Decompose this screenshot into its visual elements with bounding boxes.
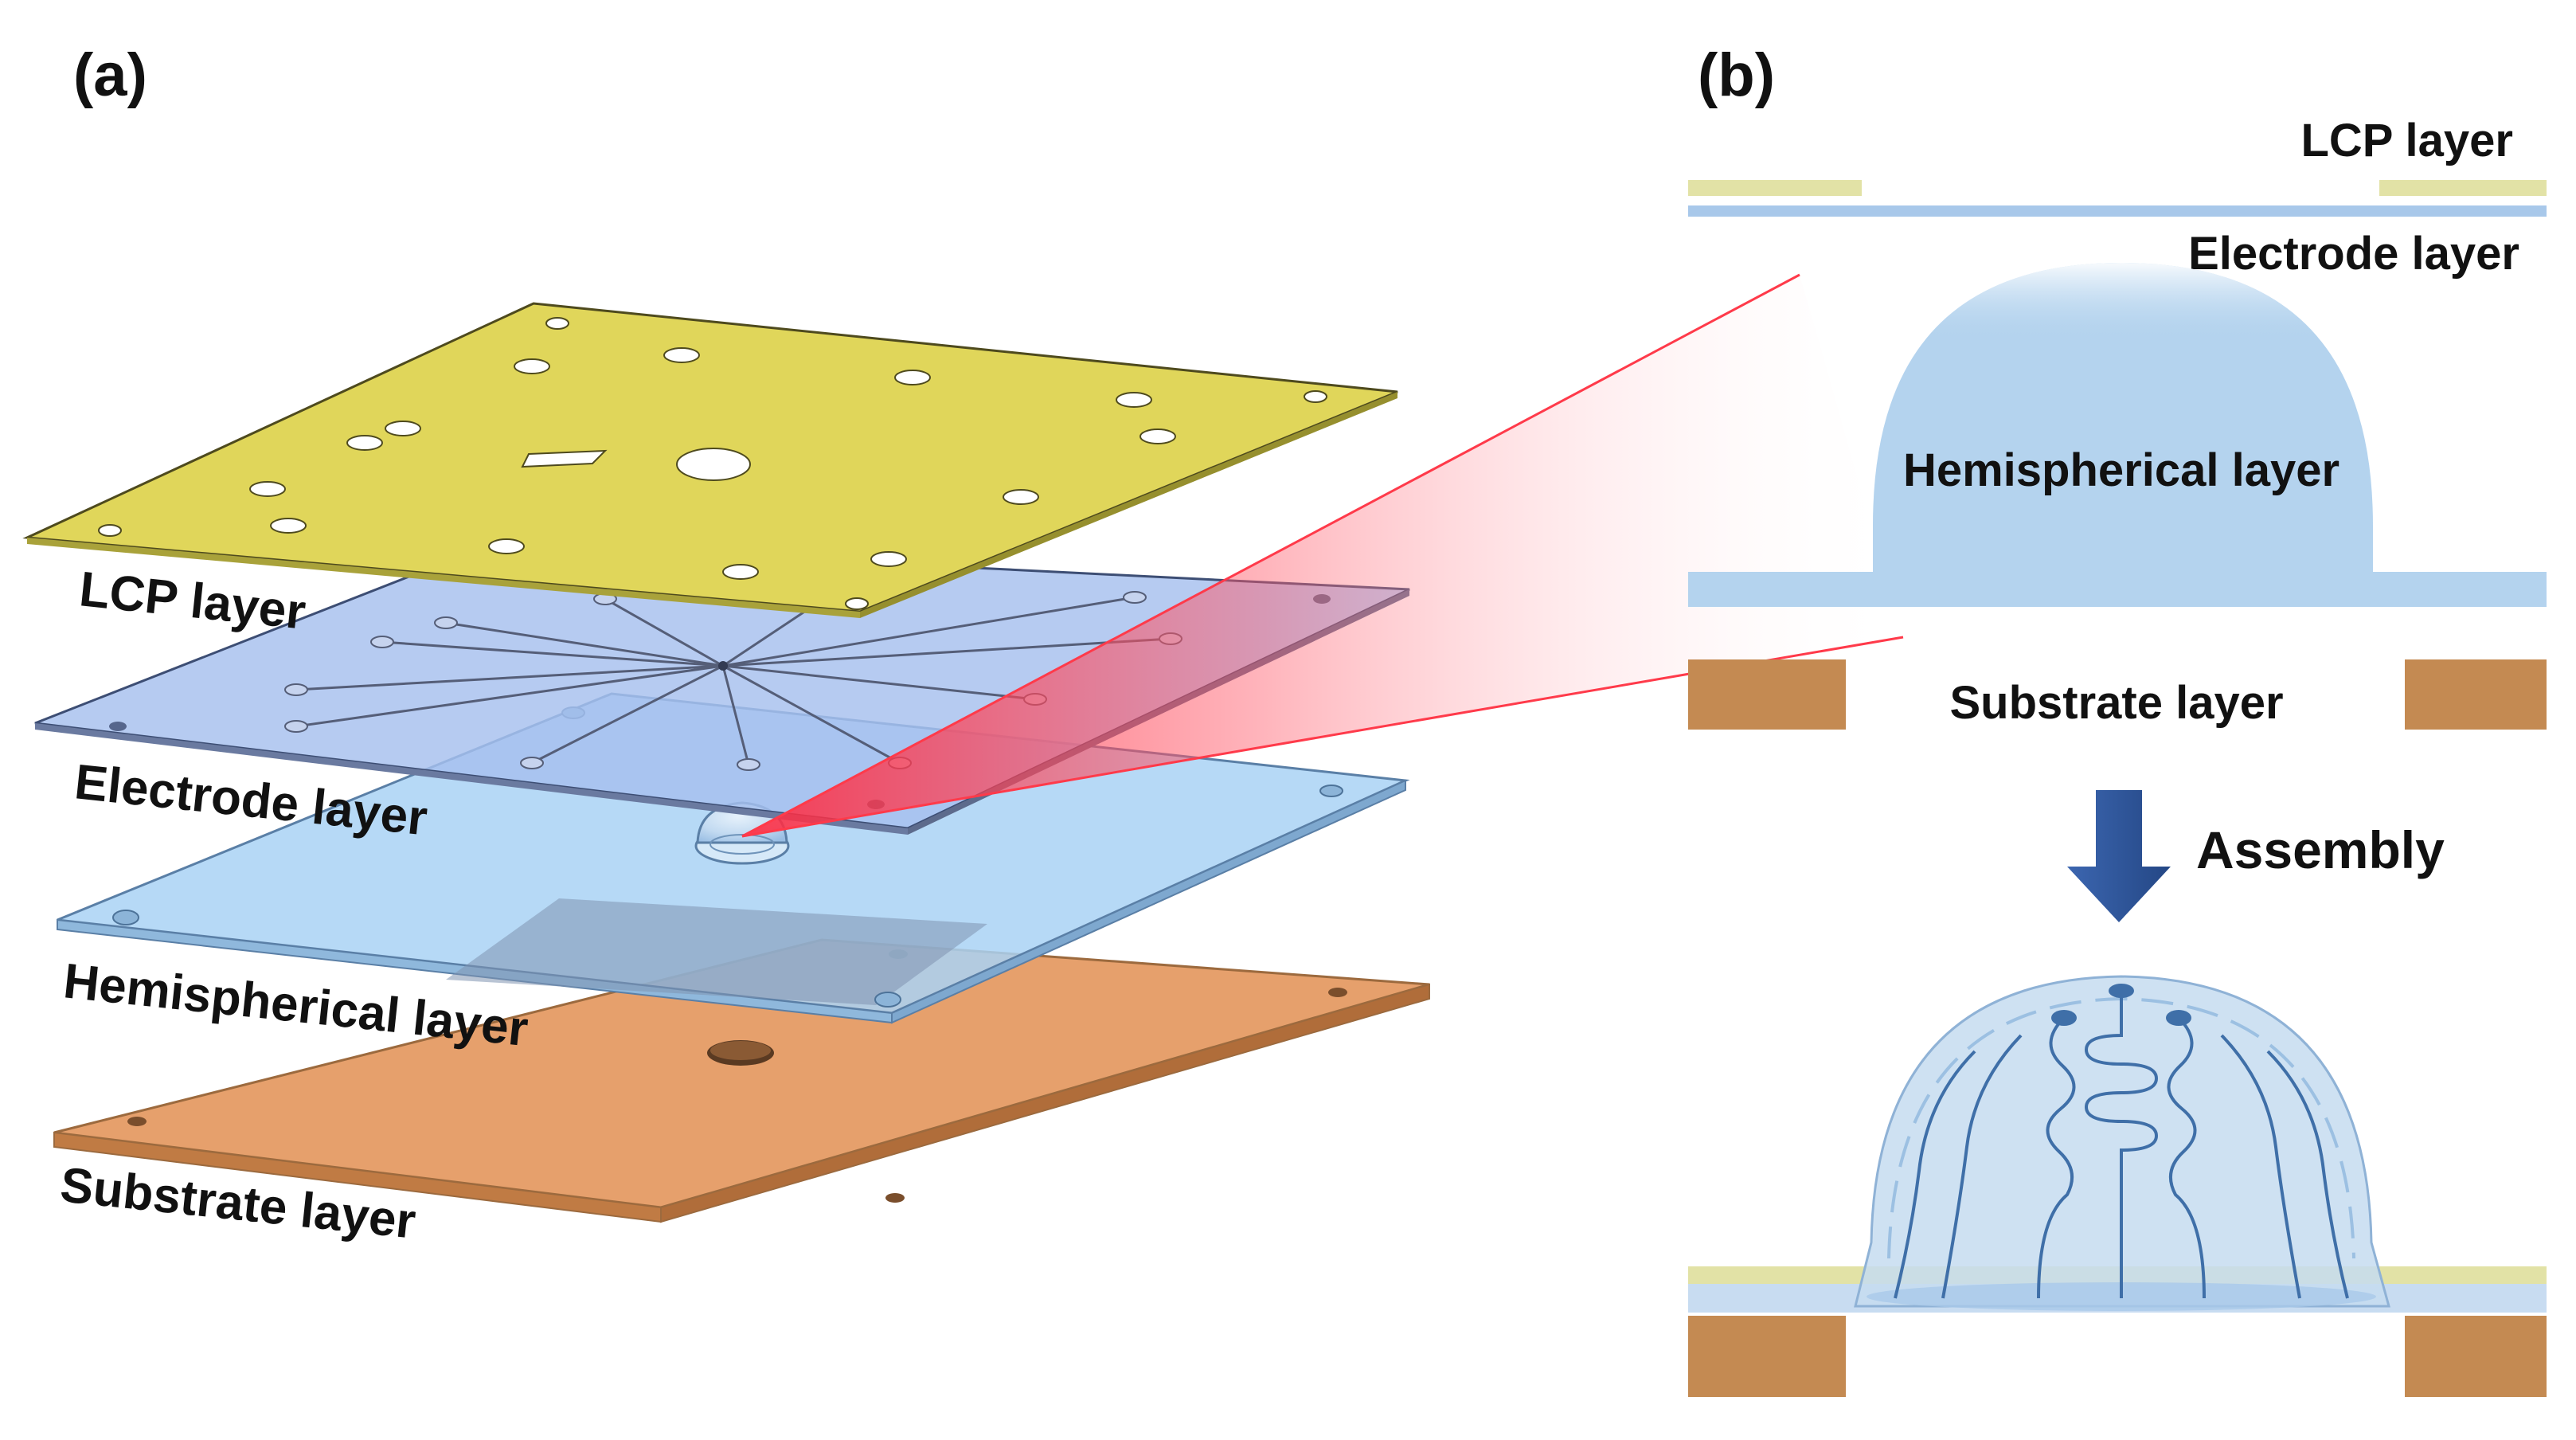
label-assembly: Assembly [2196,820,2445,879]
substrate-plate [53,938,1430,1223]
lcp-plate [22,302,1398,618]
label-lcp-b: LCP layer [2300,115,2513,166]
panel-a-tag: (a) [73,41,147,109]
substrate-block-right [2405,659,2547,730]
lcp-strip-right [2379,180,2547,196]
panel-b-tag: (b) [1698,41,1775,109]
electrode-strip [1688,205,2547,217]
assembled-device [1688,975,2547,1397]
hemisphere-cross-section [1688,263,2547,607]
label-lcp-a: LCP layer [77,562,309,640]
label-hemispherical-b: Hemispherical layer [1903,444,2340,496]
assembly-arrow-icon [2067,790,2171,922]
label-substrate-b: Substrate layer [1949,677,2283,729]
lcp-strip-left [1688,180,1862,196]
label-electrode-b: Electrode layer [2188,228,2519,280]
substrate-block-left [1688,659,1846,730]
